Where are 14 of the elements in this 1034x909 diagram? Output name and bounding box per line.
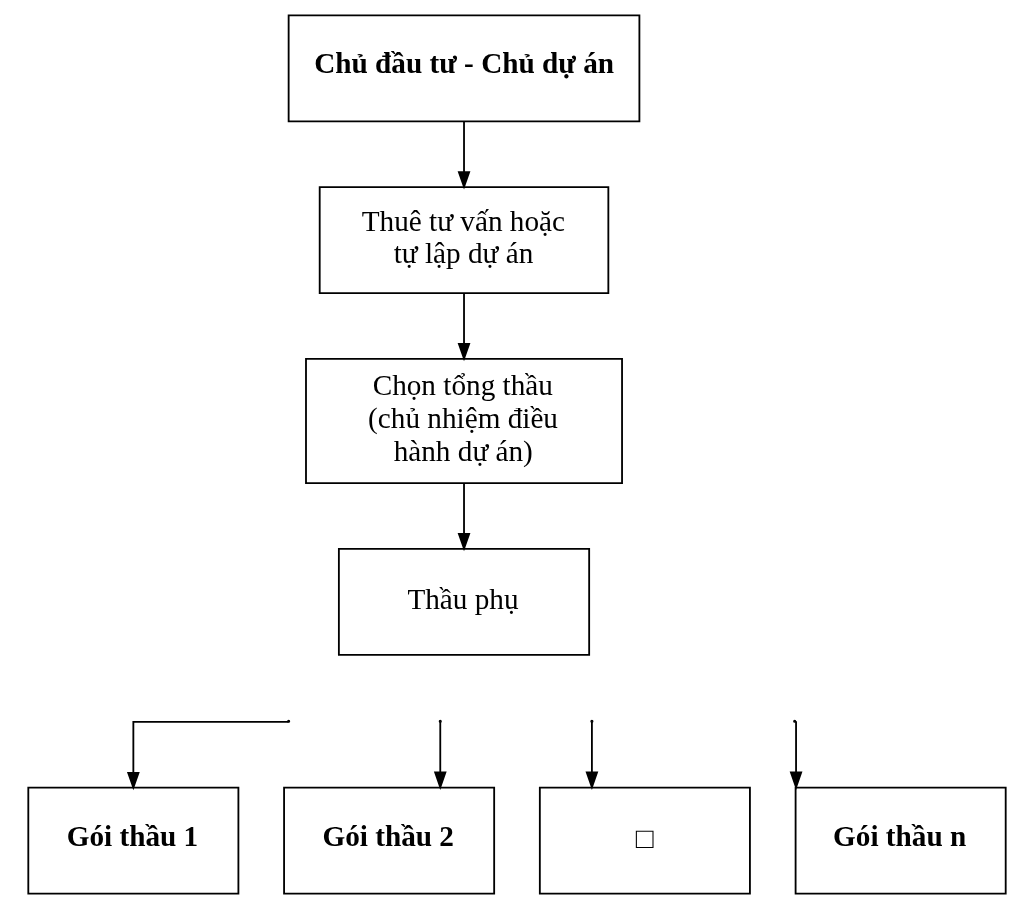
arrow <box>789 720 803 790</box>
node-box: Chọn tổng thầu (chủ nhiệm điều hành dự án) <box>305 357 623 484</box>
arrow <box>457 120 471 190</box>
arrow <box>457 292 471 362</box>
arrow <box>433 721 447 790</box>
node-box: Chủ đầu tư - Chủ dự án <box>287 14 641 123</box>
node-box: Gói thầu 1 <box>27 786 240 895</box>
node-box: □ <box>538 786 751 895</box>
arrow <box>457 482 471 552</box>
node-box: Thuê tư vấn hoặc tự lập dự án <box>318 186 610 294</box>
node-box: Thầu phụ <box>337 547 591 656</box>
node-box: Gói thầu 2 <box>283 786 496 895</box>
arrow <box>585 721 599 790</box>
node-box: Gói thầu n <box>794 786 1007 895</box>
